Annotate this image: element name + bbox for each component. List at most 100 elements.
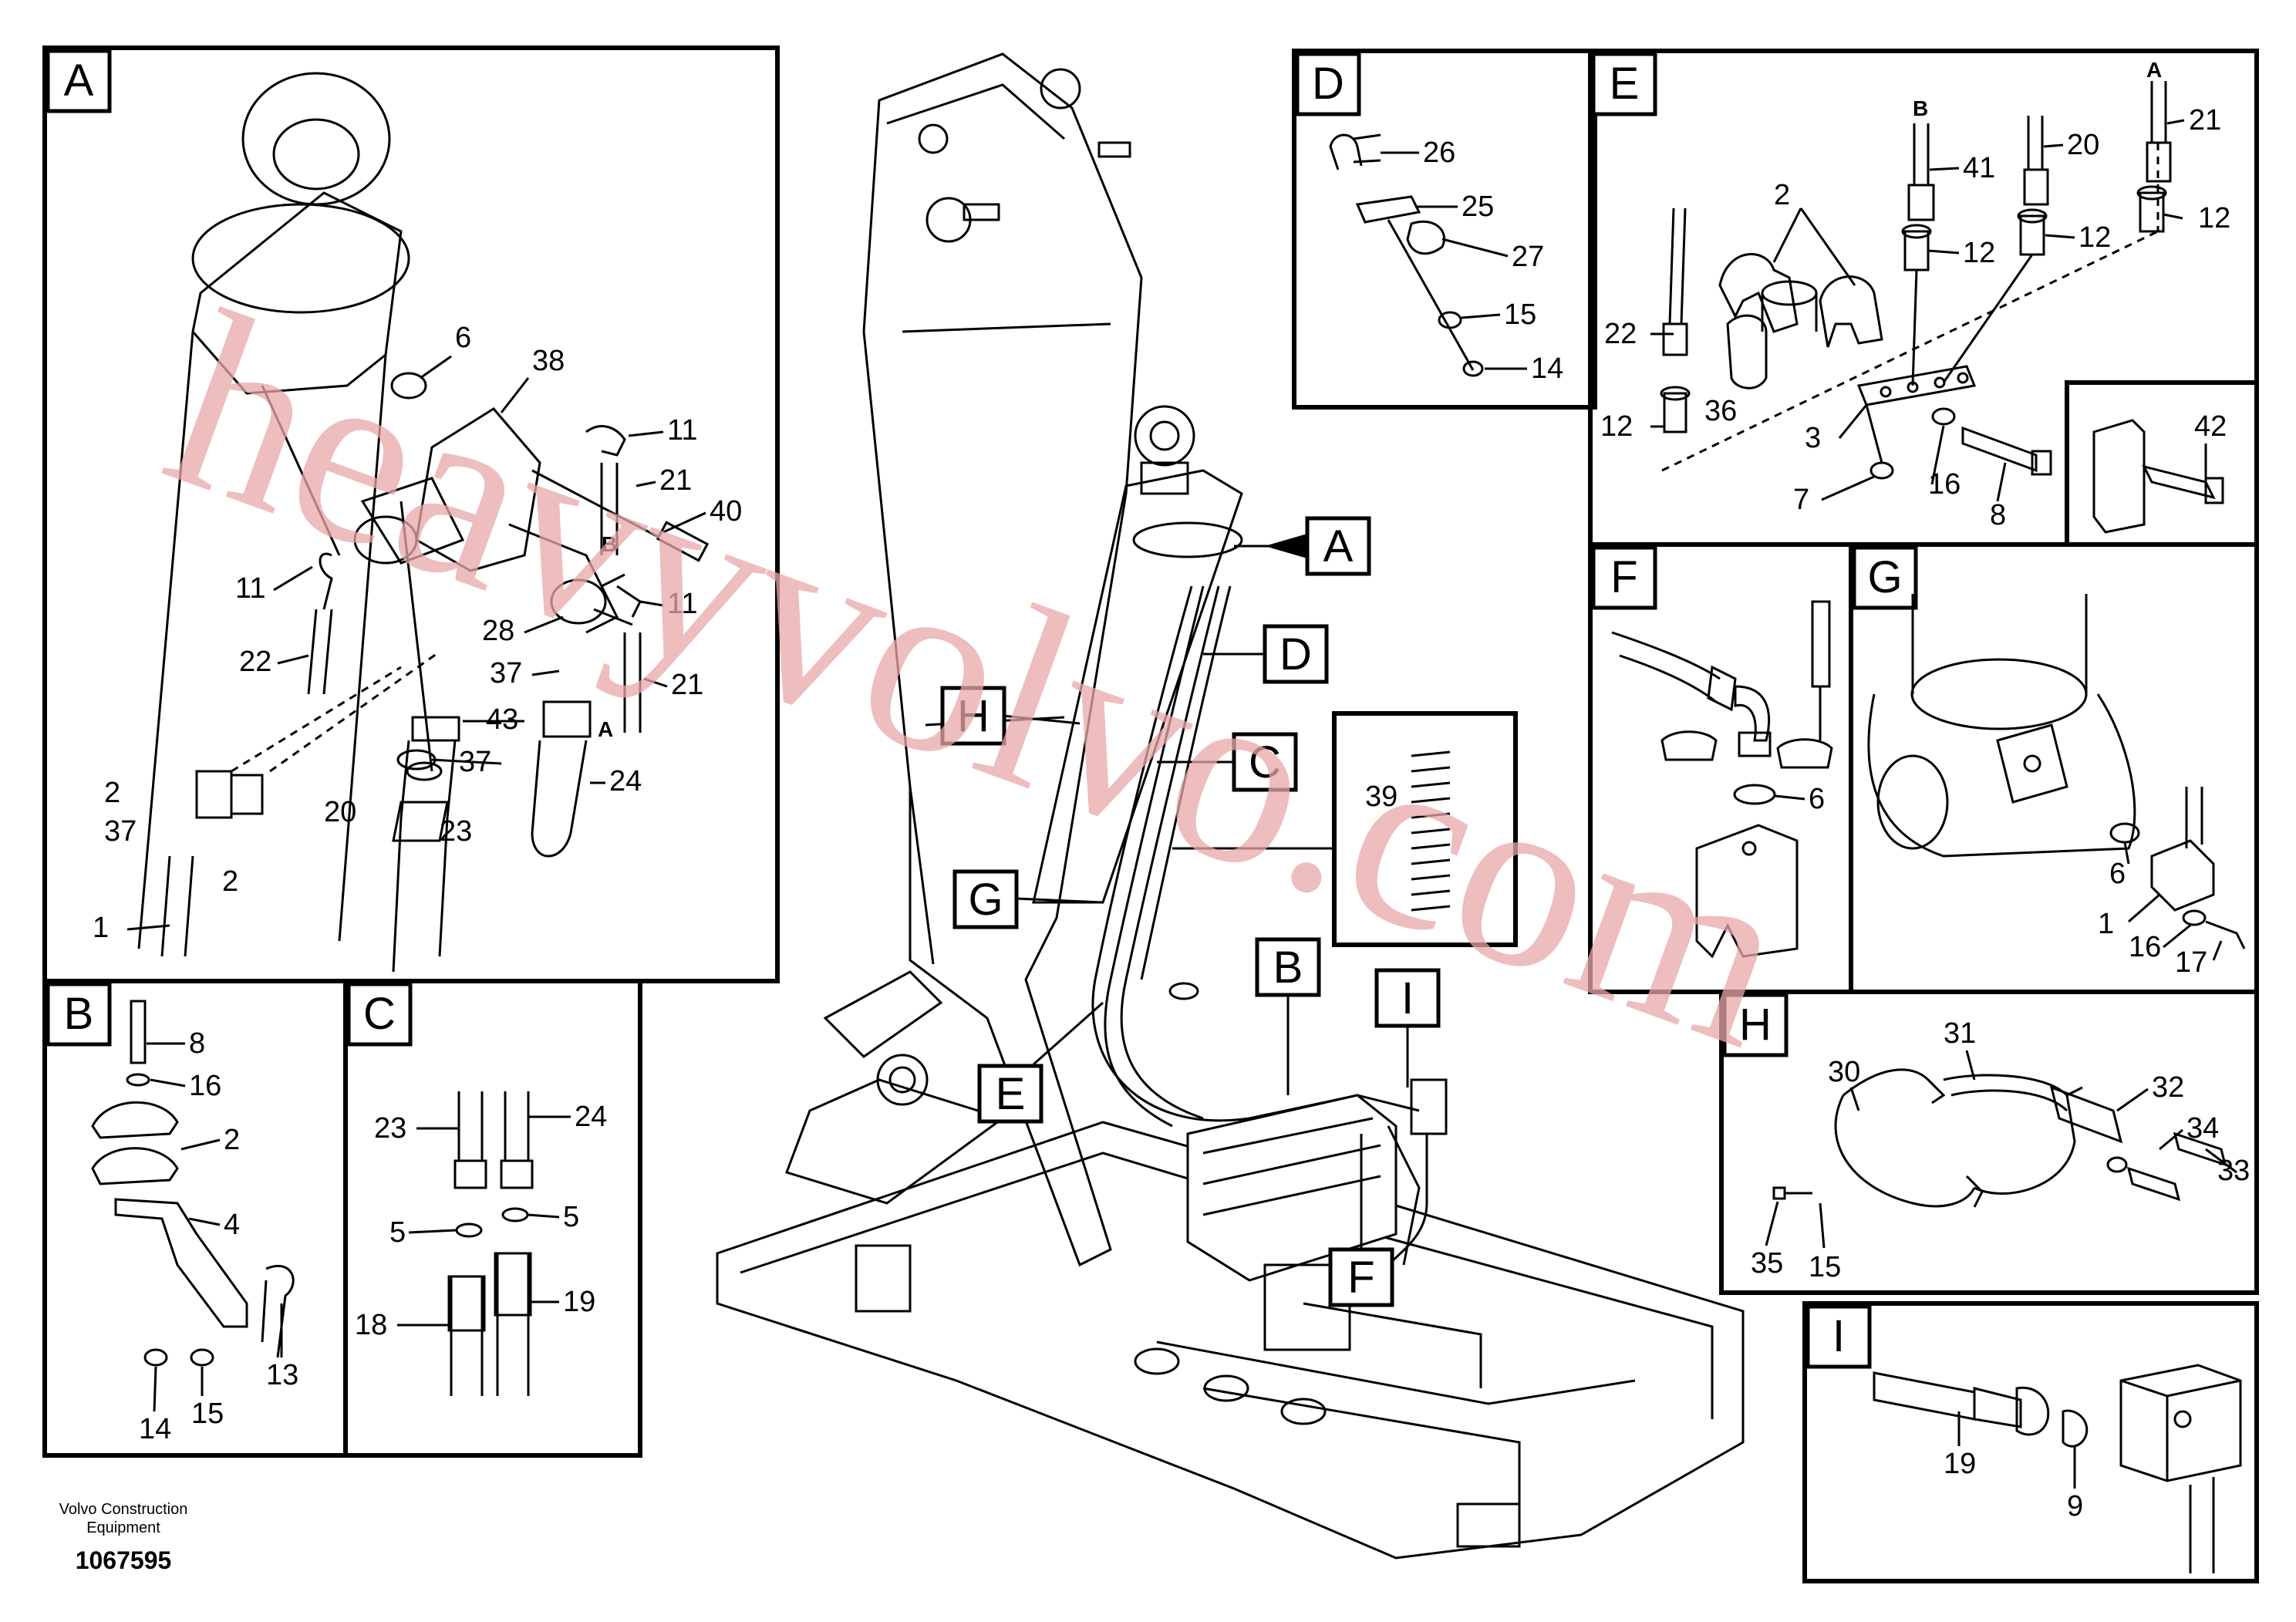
callout-g-16: 16: [2129, 931, 2161, 963]
tag-39: 39: [1365, 781, 1397, 813]
callout-b-16: 16: [189, 1070, 221, 1102]
callout-a-43: 43: [486, 703, 518, 736]
callout-h-32: 32: [2152, 1071, 2184, 1104]
panel-g-letter: G: [1867, 552, 1902, 602]
panel-f-letter: F: [1610, 552, 1637, 602]
callout-g-17: 17: [2175, 946, 2207, 979]
callout-a-6: 6: [455, 322, 471, 354]
o-ring-6: [390, 372, 427, 400]
main-view-tags: A D H C 39 G B I E F: [940, 516, 1518, 1307]
panel-h-letter: H: [1739, 1000, 1772, 1050]
panel-e-letter: E: [1610, 59, 1640, 109]
callout-c-23: 23: [374, 1112, 406, 1145]
drawing-number: 1067595: [75, 1546, 172, 1574]
callout-b-2: 2: [224, 1124, 240, 1156]
callout-a-37-mid: 37: [490, 657, 522, 690]
callout-e-3: 3: [1805, 422, 1821, 454]
callout-a-40: 40: [710, 495, 742, 528]
callout-e-42: 42: [2194, 410, 2227, 443]
hose-label-b: B: [1913, 96, 1928, 120]
panel-a: A: [42, 46, 780, 983]
callout-e-7: 7: [1793, 484, 1809, 516]
callout-h-15: 15: [1809, 1251, 1841, 1283]
tag-c: C: [1249, 737, 1281, 787]
callout-e-12-d: 12: [1600, 410, 1633, 443]
callout-e-8: 8: [1990, 499, 2006, 531]
callout-d-26: 26: [1423, 137, 1455, 169]
panel-a-letter: A: [64, 56, 94, 106]
tag-h: H: [957, 691, 990, 741]
panel-d-letter: D: [1312, 59, 1344, 109]
watermark-text: heavyvolvo.com: [138, 259, 1822, 1101]
callout-c-18: 18: [355, 1309, 387, 1341]
tag-f: F: [1347, 1253, 1374, 1303]
tag-39-box: [1332, 711, 1518, 947]
panel-b-letter: B: [64, 989, 94, 1039]
panel-i: I 19 9: [1802, 1301, 2259, 1583]
callout-h-33: 33: [2217, 1155, 2250, 1187]
callout-g-6: 6: [2109, 858, 2126, 890]
callout-a-21-bottom: 21: [671, 669, 703, 701]
callout-a-1: 1: [93, 912, 109, 944]
tag-g: G: [968, 875, 1003, 925]
callout-c-5-right: 5: [563, 1201, 579, 1233]
panel-b: B 8 16 2 4 13 14 15: [42, 979, 348, 1458]
callout-a-11-left: 11: [235, 572, 265, 605]
callout-b-13: 13: [266, 1359, 298, 1391]
panel-d: D 26 25 27 15 14: [1292, 49, 1597, 410]
callout-e-20: 20: [2067, 129, 2099, 161]
main-assembly-drawing: [716, 52, 1745, 1560]
callout-a-2-top: 2: [104, 777, 120, 809]
port-label-a: A: [598, 717, 613, 741]
callout-b-14: 14: [139, 1413, 171, 1445]
callout-c-19: 19: [563, 1286, 595, 1318]
callout-a-21-top: 21: [659, 464, 692, 497]
port-label-b: B: [602, 532, 617, 556]
callout-b-8: 8: [189, 1027, 205, 1060]
footer: Volvo Construction Equipment 1067595: [31, 1500, 216, 1575]
panel-c-letter: C: [363, 989, 396, 1039]
callout-g-1: 1: [2098, 908, 2114, 940]
callout-b-4: 4: [224, 1209, 240, 1241]
callout-h-31: 31: [1944, 1017, 1976, 1050]
callout-a-11-top: 11: [667, 414, 697, 447]
callout-a-20: 20: [324, 796, 356, 828]
callout-a-28: 28: [482, 615, 514, 647]
callout-a-38: 38: [532, 345, 565, 377]
callout-c-24: 24: [575, 1101, 607, 1133]
callout-h-34: 34: [2186, 1112, 2219, 1145]
callout-e-2: 2: [1774, 179, 1790, 211]
company-line-1: Volvo Construction: [59, 1501, 188, 1518]
callout-a-23: 23: [440, 815, 472, 848]
panel-g: G 6 1 16 17: [1849, 542, 2259, 994]
panel-h: H 30 31 32 34 33 35 15: [1719, 990, 2259, 1295]
callout-e-12-b: 12: [2079, 221, 2111, 254]
callout-h-30: 30: [1828, 1056, 1860, 1088]
callout-e-36: 36: [1704, 395, 1737, 427]
panel-e: E: [1588, 49, 2259, 547]
callout-a-11-right: 11: [667, 588, 697, 620]
watermark: heavyvolvo.com: [138, 259, 1822, 1101]
callout-e-22: 22: [1604, 318, 1637, 350]
callout-e-41: 41: [1963, 152, 1995, 184]
callout-e-12-c: 12: [1963, 237, 1995, 269]
callout-a-2-low: 2: [222, 865, 238, 898]
tag-i: I: [1401, 973, 1414, 1023]
panel-f: F 6: [1588, 542, 1853, 994]
callout-i-9: 9: [2067, 1490, 2083, 1523]
callout-a-24: 24: [609, 765, 642, 798]
callout-i-19: 19: [1944, 1448, 1976, 1480]
callout-a-37-left: 37: [104, 815, 137, 848]
callout-d-15: 15: [1504, 298, 1536, 331]
tag-d: D: [1279, 629, 1312, 679]
tag-a-box: [1305, 516, 1371, 576]
callout-e-12-a: 12: [2198, 202, 2230, 234]
callout-h-35: 35: [1751, 1247, 1783, 1280]
callout-a-22: 22: [239, 646, 271, 678]
callout-e-21: 21: [2189, 104, 2221, 137]
callout-b-15: 15: [191, 1398, 224, 1430]
panel-c: C 23 24 5 5 18 19: [343, 979, 642, 1458]
tag-a: A: [1323, 521, 1354, 572]
company-line-2: Equipment: [86, 1519, 160, 1536]
